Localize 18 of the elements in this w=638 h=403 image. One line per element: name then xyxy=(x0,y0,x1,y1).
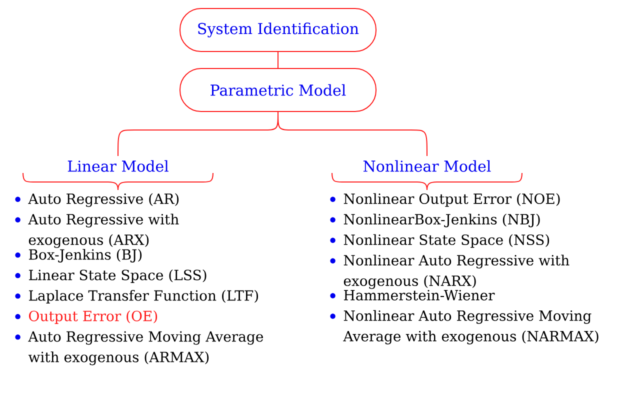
list-item: Auto Regressive (AR) xyxy=(15,193,179,207)
list-item: Output Error (OE) xyxy=(15,310,158,324)
list-item: Linear State Space (LSS) xyxy=(15,269,206,283)
heading: Nonlinear Model xyxy=(364,160,491,172)
list-item: Auto Regressive with exogenous (ARX) xyxy=(15,214,179,248)
list-item: Laplace Transfer Function (LTF) xyxy=(15,290,258,304)
rounded-box: System Identification xyxy=(180,8,376,52)
list-item: Auto Regressive Moving Average with exogenous (ARMAX) xyxy=(15,331,264,366)
list-item: NonlinearBox-Jenkins (NBJ) xyxy=(330,214,540,228)
list-item: Box-Jenkins (BJ) xyxy=(15,248,142,262)
heading: Linear Model xyxy=(68,160,168,172)
connector xyxy=(278,112,428,156)
rounded-box: Parametric Model xyxy=(180,68,376,112)
list-item: Nonlinear Auto Regressive Moving Average with exogenous (NARMAX) xyxy=(330,310,598,344)
list-item: Nonlinear Output Error (NOE) xyxy=(330,193,560,207)
list-item: Hammerstein-Wiener xyxy=(330,290,495,300)
list-item: Nonlinear State Space (NSS) xyxy=(330,234,550,248)
list-item: Nonlinear Auto Regressive with exogenous (NARX) xyxy=(330,254,570,289)
